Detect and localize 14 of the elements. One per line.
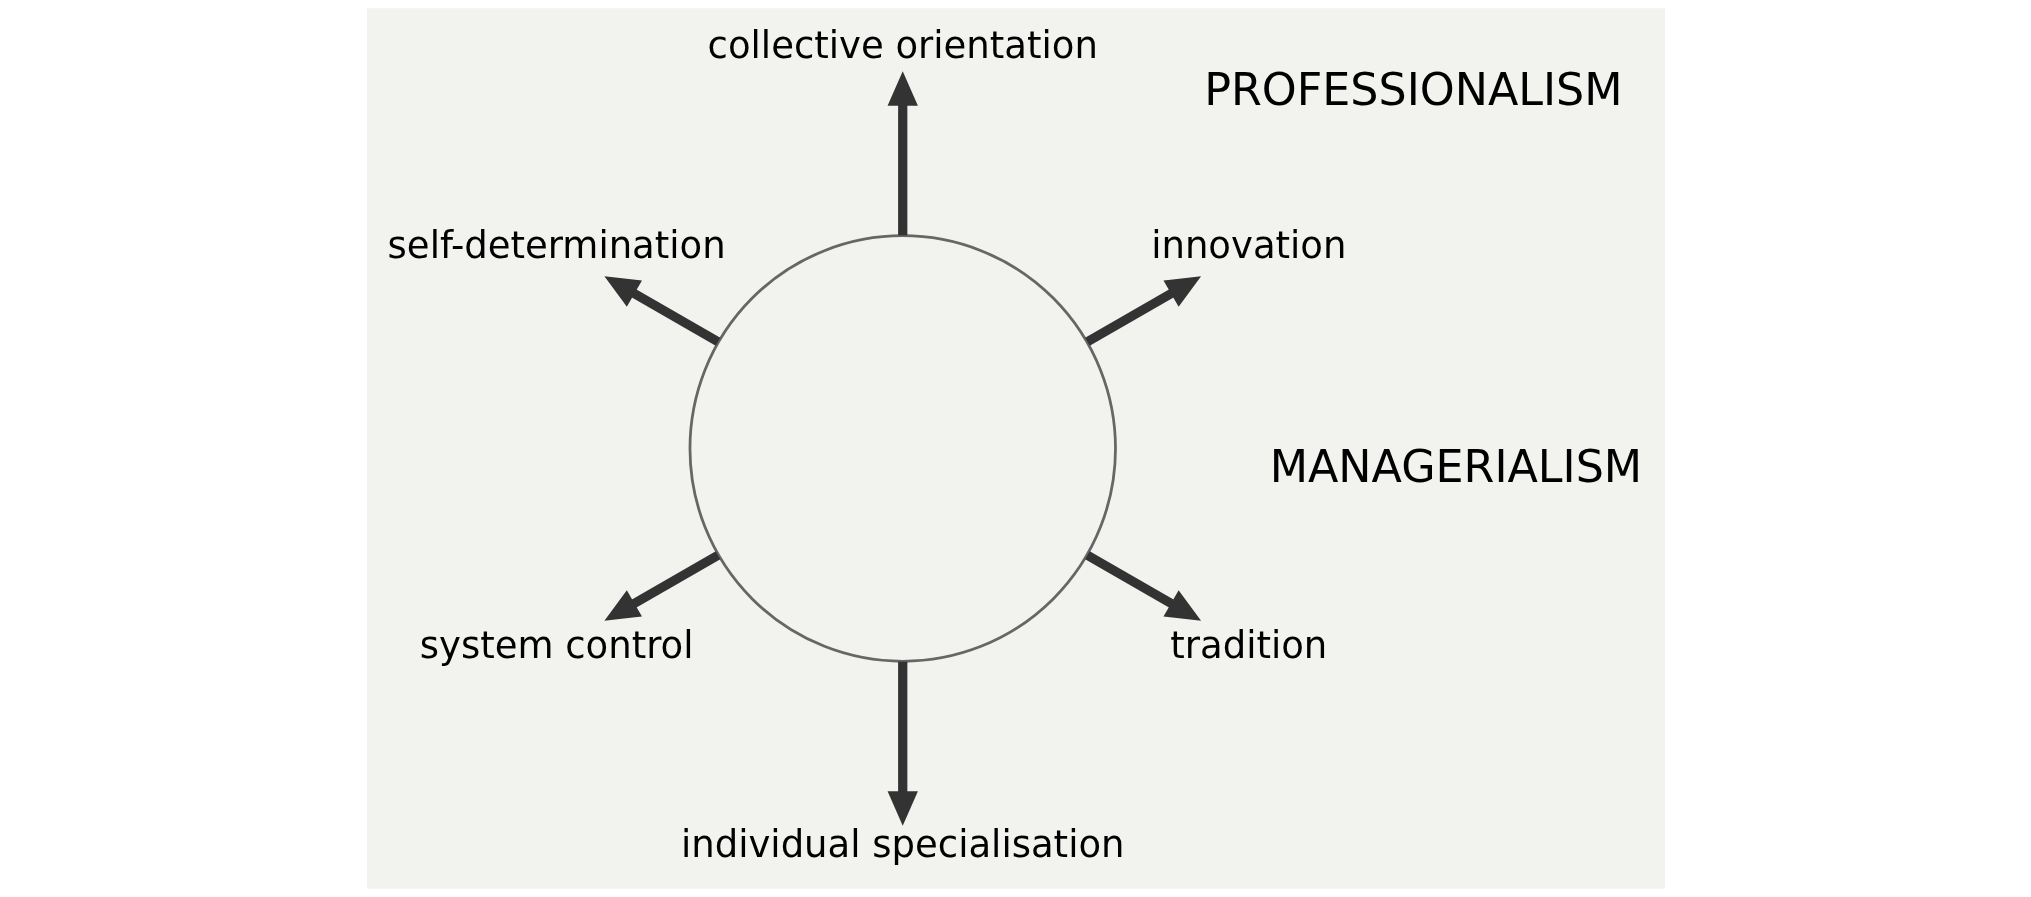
node-text: individual specialisation [680, 823, 1124, 867]
node-text: collective orientation [707, 24, 1098, 68]
node-text: innovation [1150, 223, 1346, 267]
arrow [1084, 551, 1201, 621]
node-text: system control [419, 623, 694, 667]
label: MANAGERIALISM [1269, 441, 1642, 493]
node-text: self-determination [387, 223, 726, 267]
label: PROFESSIONALISM [1203, 63, 1623, 115]
arrow [1084, 276, 1201, 346]
arrow [887, 71, 918, 236]
arrow [887, 661, 918, 826]
arrow [603, 551, 720, 621]
arrow [603, 276, 720, 346]
node-text: tradition [1169, 623, 1327, 667]
